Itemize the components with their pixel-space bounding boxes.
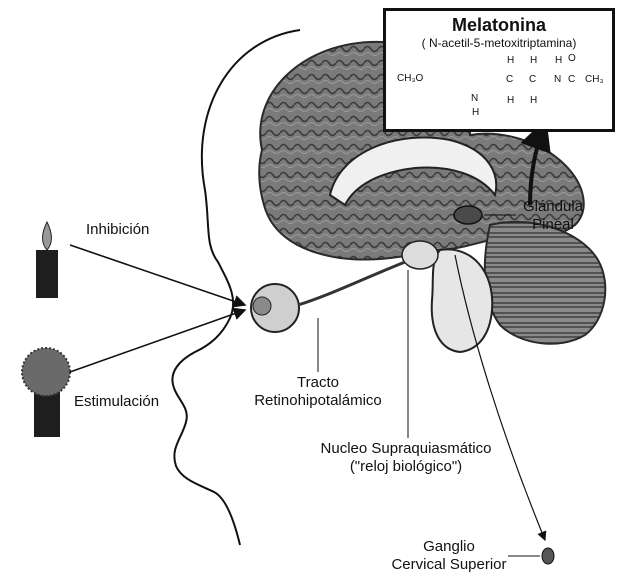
label-inhibicion: Inhibición <box>86 221 149 239</box>
label-nucleo-line1: Nucleo Supraquiasmático <box>300 440 512 458</box>
label-nucleo-line2: ("reloj biológico") <box>300 458 512 476</box>
retinohypothalamic-tract <box>298 262 405 305</box>
pineal-gland <box>454 206 482 224</box>
hypothalamus <box>402 241 438 269</box>
label-ganglio-line1: Ganglio <box>375 538 523 556</box>
atom-ch3o: CH₃O <box>397 70 423 88</box>
label-tracto: Tracto Retinohipotalámico <box>238 374 398 410</box>
atom-h-5: H <box>530 92 537 110</box>
atom-h-2: H <box>530 52 537 70</box>
label-tracto-line2: Retinohipotalámico <box>238 392 398 410</box>
label-glandula: Glándula Pineal <box>508 198 598 234</box>
atom-h-3: H <box>555 52 562 70</box>
atom-c-1: C <box>506 71 513 89</box>
atom-h-4: H <box>507 92 514 110</box>
atom-n-amide: N <box>554 71 561 89</box>
label-glandula-line1: Glándula <box>508 198 598 216</box>
melatonin-subtitle: ( N-acetil-5-metoxitriptamina) <box>386 36 612 50</box>
arrow-inhibicion <box>70 245 245 305</box>
cerebellum <box>485 222 606 344</box>
label-glandula-line2: Pineal <box>508 216 598 234</box>
atom-ch3: CH₃ <box>585 71 604 89</box>
melatonin-title: Melatonina <box>386 15 612 36</box>
atom-h-indole: H <box>472 104 479 122</box>
label-tracto-line1: Tracto <box>238 374 398 392</box>
superior-cervical-ganglion <box>542 548 554 564</box>
label-estimulacion: Estimulación <box>74 393 159 411</box>
brainstem <box>432 249 492 352</box>
lamp-stimulation-glow <box>22 348 70 396</box>
candle-inhibition-flame <box>42 222 51 250</box>
atom-c-3: C <box>568 71 575 89</box>
label-ganglio-line2: Cervical Superior <box>375 556 523 574</box>
eye-lens <box>253 297 271 315</box>
atom-o: O <box>568 50 576 68</box>
atom-h-1: H <box>507 52 514 70</box>
label-ganglio: Ganglio Cervical Superior <box>375 538 523 574</box>
atom-c-2: C <box>529 71 536 89</box>
label-nucleo: Nucleo Supraquiasmático ("reloj biológic… <box>300 440 512 476</box>
arrow-estimulacion <box>70 310 245 372</box>
candle-inhibition-body <box>36 250 58 298</box>
